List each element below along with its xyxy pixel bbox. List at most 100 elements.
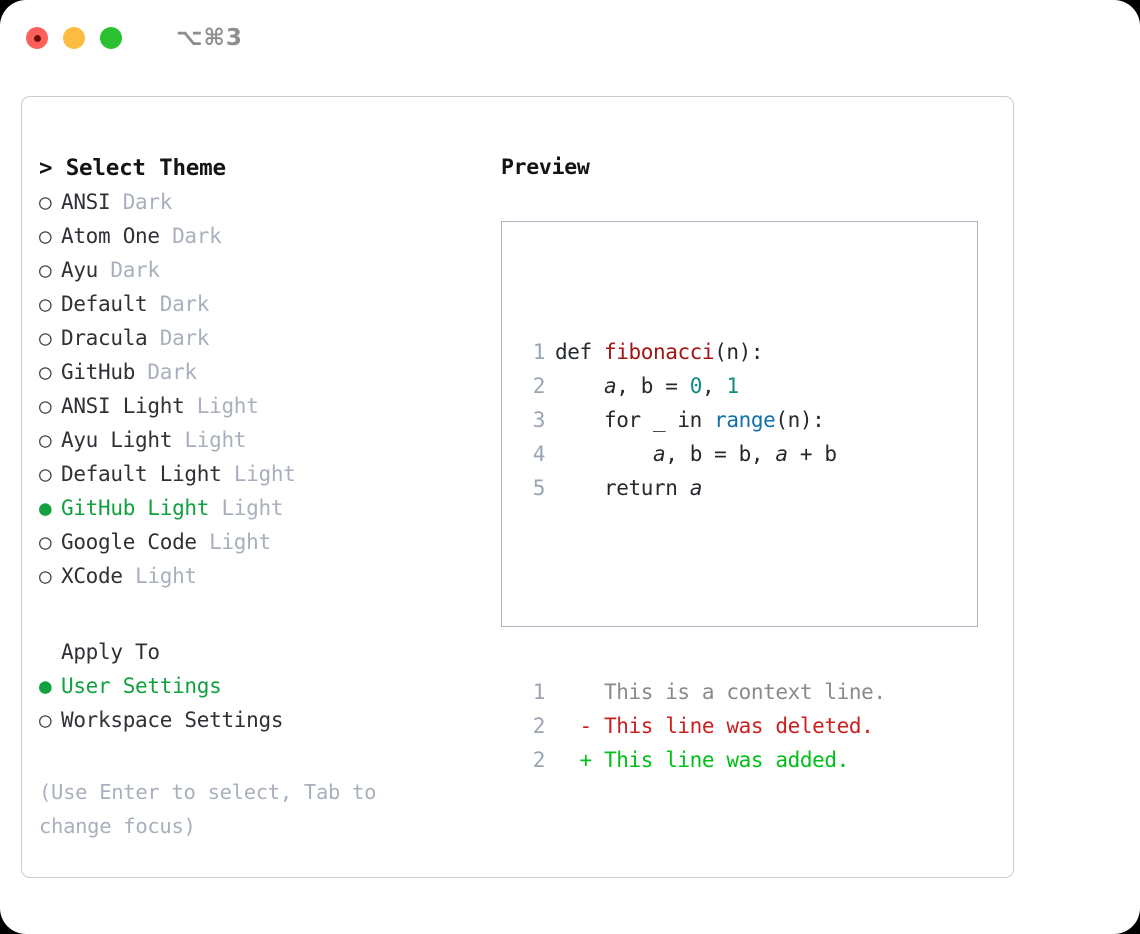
code-token-num: 1 [726, 374, 739, 398]
theme-variant-badge: Light [135, 564, 197, 588]
diff-line-add: 2 + This line was added. [521, 743, 886, 777]
theme-option-ayu[interactable]: ○ Ayu Dark [39, 253, 469, 287]
apply-to-option-label: User Settings [61, 674, 222, 698]
window-controls [26, 27, 122, 49]
code-line: 2 a, b = 0, 1 [521, 369, 886, 403]
radio-unselected-icon: ○ [39, 258, 52, 282]
code-token-plain: , b = b, [665, 442, 776, 466]
code-token-var: a [652, 442, 666, 466]
theme-option-label: Default [61, 292, 160, 316]
theme-option-atom-one[interactable]: ○ Atom One Dark [39, 219, 469, 253]
radio-unselected-icon: ○ [39, 360, 52, 384]
apply-to-option-workspace-settings[interactable]: ○ Workspace Settings [39, 703, 469, 737]
preview-title: Preview [501, 155, 590, 180]
code-token-plain: + b [787, 442, 837, 466]
theme-option-ayu-light[interactable]: ○Ayu Light Light [39, 423, 469, 457]
theme-option-ansi[interactable]: ○ANSI Dark [39, 185, 469, 219]
code-line: 3 for _ in range(n): [521, 403, 886, 437]
code-token-plain [555, 374, 604, 398]
theme-option-label: Default Light [61, 462, 234, 486]
line-number: 2 [532, 714, 546, 738]
radio-unselected-icon: ○ [39, 428, 52, 452]
apply-to-label: Apply To [61, 640, 160, 664]
theme-option-label: GitHub Light [61, 496, 222, 520]
select-theme-header: > Select Theme [39, 155, 226, 181]
theme-option-label: Google Code [61, 530, 210, 554]
diff-line-text: + This line was added. [555, 748, 849, 772]
code-line: 4 a, b = b, a + b [521, 437, 886, 471]
code-blank-line [521, 573, 886, 607]
line-number: 5 [532, 476, 546, 500]
radio-unselected-icon: ○ [39, 224, 52, 248]
theme-option-default-light[interactable]: ○Default Light Light [39, 457, 469, 491]
diff-line-ctx: 1 This is a context line. [521, 675, 886, 709]
line-number: 2 [532, 374, 546, 398]
theme-option-dracula[interactable]: ○Dracula Dark [39, 321, 469, 355]
radio-unselected-icon: ○ [39, 530, 52, 554]
line-number: 4 [532, 442, 546, 466]
apply-to-option-user-settings[interactable]: ● User Settings [39, 669, 469, 703]
theme-option-github-light[interactable]: ●GitHub Light Light [39, 491, 469, 525]
theme-variant-badge: Dark [172, 224, 222, 248]
theme-selector-column: > Select Theme ○ANSI Dark○Atom One Dark○… [39, 151, 469, 843]
title-bar: ⌥⌘3 [0, 0, 1140, 76]
code-token-plain: return [555, 476, 690, 500]
code-line: 5 return a [521, 471, 886, 505]
close-button[interactable] [26, 27, 48, 49]
theme-option-label: Ayu [61, 258, 111, 282]
theme-option-label: ANSI Light [61, 394, 197, 418]
diff-block: 1 This is a context line.2 - This line w… [521, 675, 886, 777]
theme-list[interactable]: ○ANSI Dark○Atom One Dark○Ayu Dark○Defaul… [39, 185, 469, 593]
theme-option-label: XCode [61, 564, 136, 588]
code-token-plain: (n): [775, 408, 825, 432]
theme-option-xcode[interactable]: ○XCode Light [39, 559, 469, 593]
radio-unselected-icon: ○ [39, 190, 52, 214]
theme-variant-badge: Light [184, 428, 247, 452]
radio-selected-icon: ● [39, 674, 52, 698]
minimize-button[interactable] [63, 27, 85, 49]
code-token-plain: , b = [616, 374, 690, 398]
apply-to-option-label: Workspace Settings [61, 708, 284, 732]
theme-variant-badge: Dark [159, 292, 210, 316]
line-number: 1 [532, 680, 546, 704]
code-token-func: fibonacci [603, 340, 715, 364]
theme-option-github[interactable]: ○ GitHub Dark [39, 355, 469, 389]
code-token-var: a [775, 442, 788, 466]
diff-line-text: - This line was deleted. [555, 714, 874, 738]
code-token-plain [555, 442, 653, 466]
diff-line-text: This is a context line. [555, 680, 886, 704]
diff-line-del: 2 - This line was deleted. [521, 709, 886, 743]
keyboard-hint: (Use Enter to select, Tab to change focu… [39, 780, 377, 838]
theme-variant-badge: Light [196, 394, 259, 418]
code-token-plain: def [555, 340, 604, 364]
maximize-button[interactable] [100, 27, 122, 49]
code-token-call: range [714, 408, 776, 432]
theme-variant-badge: Dark [147, 360, 197, 384]
keyboard-shortcut-label: ⌥⌘3 [176, 25, 243, 51]
apply-to-list[interactable]: ● User Settings ○ Workspace Settings [39, 669, 469, 737]
theme-option-ansi-light[interactable]: ○ ANSI Light Light [39, 389, 469, 423]
radio-unselected-icon: ○ [39, 394, 52, 418]
section-spacer [39, 593, 469, 635]
theme-option-label: Dracula [61, 326, 160, 350]
radio-selected-icon: ● [39, 496, 52, 520]
theme-variant-badge: Dark [110, 258, 160, 282]
radio-unselected-icon: ○ [39, 708, 52, 732]
spacer-bullet: ○ [39, 635, 61, 669]
theme-variant-badge: Light [209, 530, 271, 554]
theme-option-default[interactable]: ○Default Dark [39, 287, 469, 321]
theme-variant-badge: Light [233, 462, 296, 486]
theme-variant-badge: Dark [159, 326, 210, 350]
main-panel: > Select Theme ○ANSI Dark○Atom One Dark○… [21, 96, 1014, 878]
line-number: 1 [532, 340, 546, 364]
theme-option-label: Atom One [61, 224, 173, 248]
theme-variant-badge: Dark [122, 190, 173, 214]
theme-option-google-code[interactable]: ○ Google Code Light [39, 525, 469, 559]
line-number: 3 [532, 408, 546, 432]
theme-option-label: GitHub [61, 360, 148, 384]
